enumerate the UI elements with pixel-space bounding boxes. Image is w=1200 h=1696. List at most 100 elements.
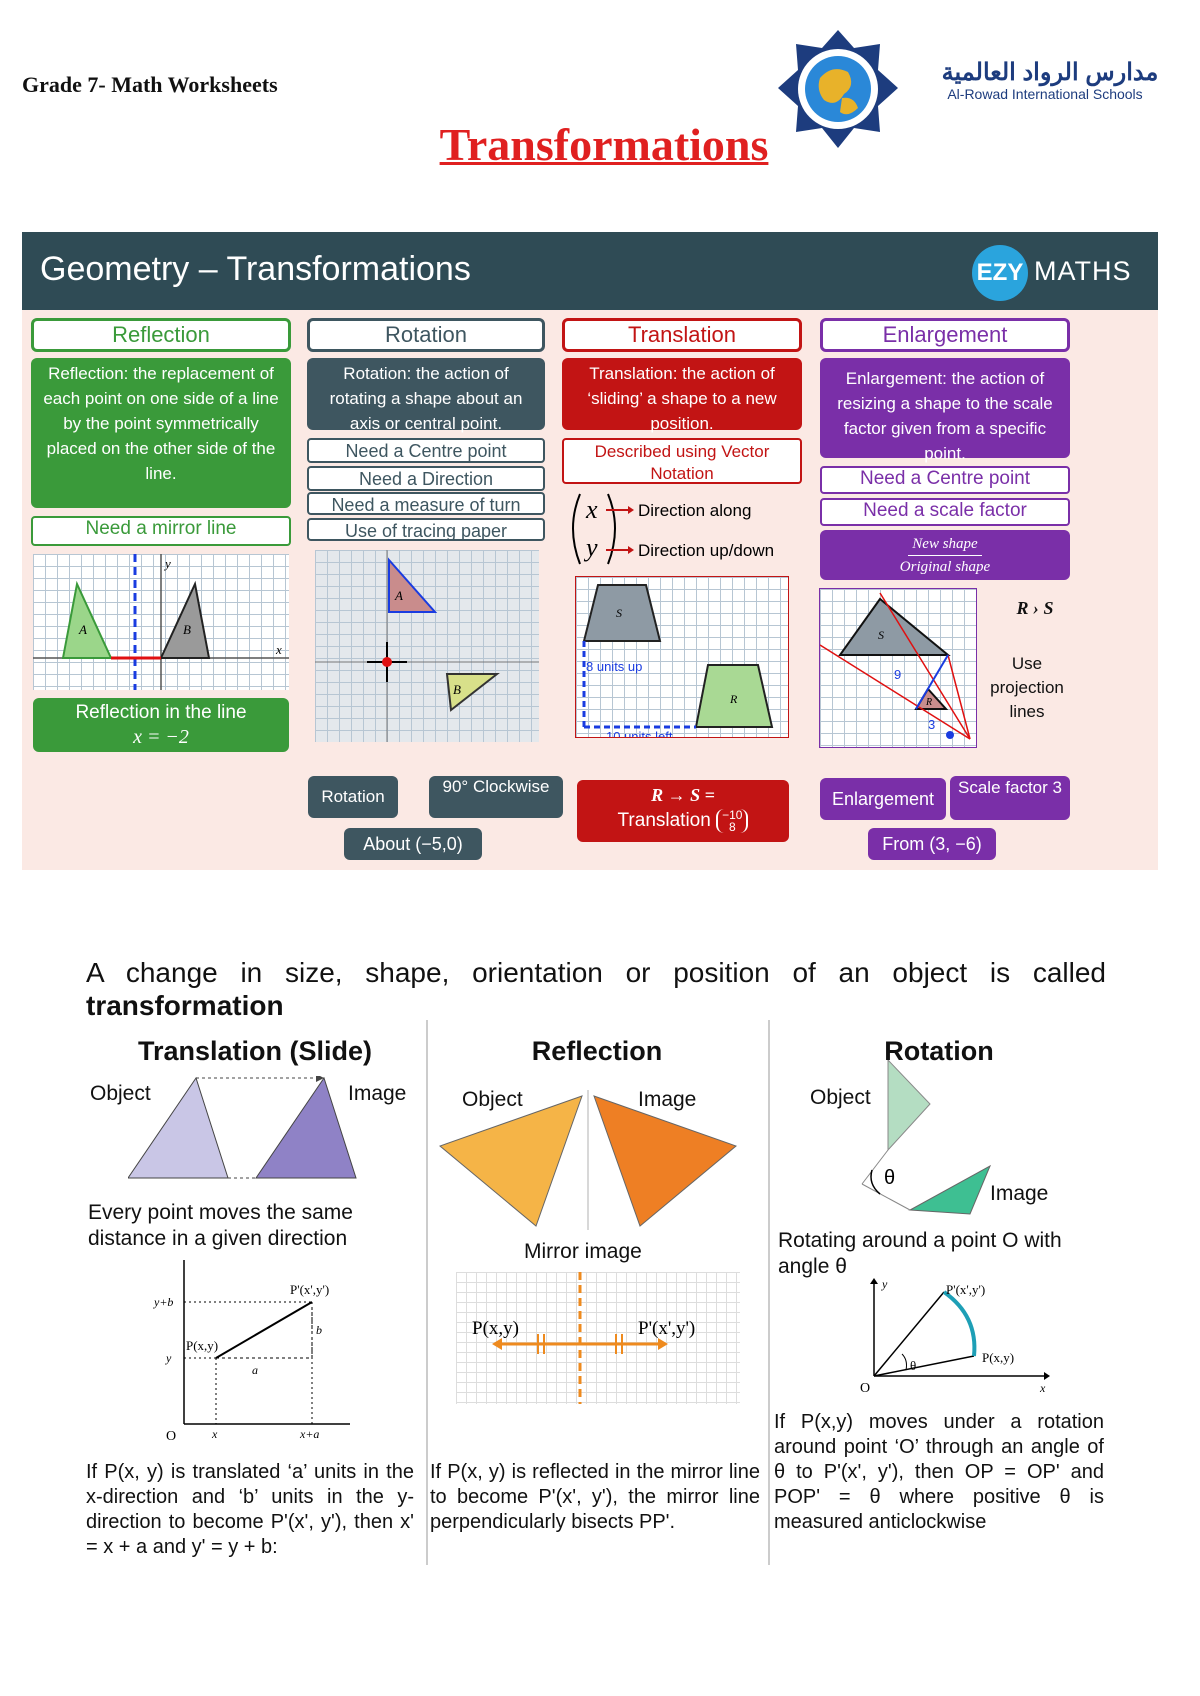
translation-vector-b: b xyxy=(316,1323,322,1337)
school-name-english: Al-Rowad International Schools xyxy=(947,86,1143,102)
translation-image-label: Image xyxy=(348,1082,407,1105)
rotation-example-angle: 90° Clockwise xyxy=(429,776,563,818)
rotation-example-label: Rotation xyxy=(308,776,398,818)
translation-diagram: S R 8 units up 10 units left xyxy=(582,584,774,744)
translation-explanation: If P(x, y) is translated ‘a’ units in th… xyxy=(86,1461,414,1558)
rotation-example-about: About (−5,0) xyxy=(344,828,482,860)
transformations-poster: Geometry – Transformations EZY MATHS Ref… xyxy=(22,232,1158,870)
rotation-need-turn: Need a measure of turn xyxy=(307,492,545,515)
rotation-triangles: θ xyxy=(861,1060,992,1215)
projection-lines-label: Use projection lines xyxy=(990,654,1064,721)
reflection-point-p: P(x,y) xyxy=(472,1318,519,1339)
reflection-example-line2: x = −2 xyxy=(133,726,189,748)
rotation-image-label: Image xyxy=(990,1182,1049,1205)
vector-x: x xyxy=(585,495,598,524)
rotation-need-direction: Need a Direction xyxy=(307,466,545,491)
rotation-section-title: Rotation xyxy=(884,1036,994,1066)
translation-example: R → S = Translation −10 8 xyxy=(577,780,789,842)
reflection-image-label: Image xyxy=(638,1088,697,1111)
enlargement-definition: Enlargement: the action of resizing a sh… xyxy=(820,358,1070,463)
intro-sentence: A change in size, shape, orientation or … xyxy=(86,957,1106,988)
rotation-shape-b: B xyxy=(453,682,461,697)
rotation-need-centre: Need a Centre point xyxy=(307,438,545,463)
translation-point-p-prime: P'(x',y') xyxy=(290,1282,329,1297)
translation-vector-bottom: 8 xyxy=(728,819,736,834)
page-title-text: Transformations xyxy=(439,119,769,170)
translation-point-p: P(x,y) xyxy=(186,1338,218,1353)
poster-header: Geometry – Transformations EZY MATHS xyxy=(22,232,1158,310)
direction-updown: Direction up/down xyxy=(638,541,774,560)
translation-coordinate-diagram: P(x,y) P'(x',y') a b y y+b x x+a O xyxy=(153,1260,350,1444)
rotation-label-y: y xyxy=(881,1277,888,1291)
translation-described: Described using Vector Notation xyxy=(562,438,802,484)
fraction-top: New shape xyxy=(908,533,982,556)
translation-section-title: Translation (Slide) xyxy=(137,1036,373,1066)
reflection-diagram: A B x y xyxy=(33,554,289,690)
translation-units-left: 10 units left xyxy=(606,729,673,737)
rotation-point-p-prime: P'(x',y') xyxy=(946,1282,985,1297)
enlargement-label-9: 9 xyxy=(894,667,901,682)
reflection-grid-diagram: P(x,y) P'(x',y') xyxy=(456,1272,740,1404)
translation-shape-s: S xyxy=(616,606,622,620)
translation-example-line2: Translation xyxy=(617,810,711,831)
rotation-definition: Rotation: the action of rotating a shape… xyxy=(307,358,545,433)
rotation-grid: A B xyxy=(315,550,539,742)
reflection-axis-x: x xyxy=(275,642,282,657)
scale-factor-fraction: New shape Original shape xyxy=(820,530,1070,580)
reflection-point-diagram: P(x,y) P'(x',y') xyxy=(472,1272,695,1404)
reflection-explanation: If P(x, y) is reflected in the mirror li… xyxy=(430,1461,760,1533)
brand-logo-text: MATHS xyxy=(1034,256,1132,286)
translation-label-y: y xyxy=(165,1351,172,1365)
rotation-diagram-theta: θ xyxy=(910,1358,916,1373)
translation-vector-top: −10 xyxy=(722,807,743,822)
rotation-label-o: O xyxy=(860,1381,870,1396)
enlargement-need-scale: Need a scale factor xyxy=(820,498,1070,526)
translation-grid: S R 8 units up 10 units left xyxy=(575,576,789,744)
reflection-need: Need a mirror line xyxy=(31,516,291,546)
translation-units-up: 8 units up xyxy=(586,659,642,674)
translation-definition: Translation: the action of ‘sliding’ a s… xyxy=(562,358,802,433)
rotation-theta: θ xyxy=(884,1167,895,1189)
translation-label-o: O xyxy=(166,1429,176,1444)
translation-label-xa: x+a xyxy=(299,1427,319,1441)
school-logo-seal xyxy=(778,30,898,148)
grade-label: Grade 7- Math Worksheets xyxy=(22,72,278,97)
reflection-example-line1: Reflection in the line xyxy=(75,702,247,723)
enlargement-example-from: From (3, −6) xyxy=(868,828,996,860)
r-to-s-label: R › S xyxy=(1016,598,1054,618)
reflection-point-p-prime: P'(x',y') xyxy=(638,1318,695,1339)
poster-title: Geometry – Transformations xyxy=(40,250,471,288)
translation-label-yb: y+b xyxy=(153,1295,173,1309)
vector-notation-diagram: x y Direction along Direction up/down xyxy=(572,493,774,565)
translation-object-label: Object xyxy=(90,1082,151,1105)
rotation-explanation: If P(x,y) moves under a rotation around … xyxy=(774,1411,1104,1533)
enlargement-shape-r: R xyxy=(925,697,932,708)
reflection-axis-y: y xyxy=(163,556,171,571)
reflection-section-title: Reflection xyxy=(531,1036,663,1066)
reflection-definition: Reflection: the replacement of each poin… xyxy=(31,358,291,508)
translation-vector-a: a xyxy=(252,1363,258,1377)
enlargement-grid: S R 9 3 xyxy=(819,588,977,748)
rotation-description: Rotating around a point O with angle θ xyxy=(778,1229,1062,1278)
translation-label-x: x xyxy=(211,1427,218,1441)
reflection-grid: A B x y xyxy=(33,554,289,690)
reflection-triangles xyxy=(439,1090,737,1230)
reflection-object-label: Object xyxy=(462,1088,523,1111)
rotation-label-x: x xyxy=(1039,1381,1046,1395)
reflection-shape-a: A xyxy=(78,622,87,637)
rotation-point-p: P(x,y) xyxy=(982,1350,1014,1365)
enlargement-label-3: 3 xyxy=(928,717,935,732)
translation-example-line1: R → S = xyxy=(651,785,715,805)
rotation-coordinate-diagram: θ P'(x',y') P(x,y) O x y xyxy=(860,1277,1050,1396)
enlargement-example-label: Enlargement xyxy=(820,778,946,820)
direction-along: Direction along xyxy=(638,501,751,520)
page-title: Transformations xyxy=(0,118,1200,171)
reflection-shape-b: B xyxy=(183,622,191,637)
enlargement-example-scale: Scale factor 3 xyxy=(950,776,1070,820)
translation-triangles xyxy=(128,1076,357,1179)
rotation-need-tracing: Use of tracing paper xyxy=(307,518,545,541)
enlargement-diagram: S R 9 3 xyxy=(819,592,971,740)
intro-keyword: transformation xyxy=(86,990,284,1021)
vector-y: y xyxy=(583,533,598,562)
reflection-mirror-label: Mirror image xyxy=(524,1240,642,1263)
